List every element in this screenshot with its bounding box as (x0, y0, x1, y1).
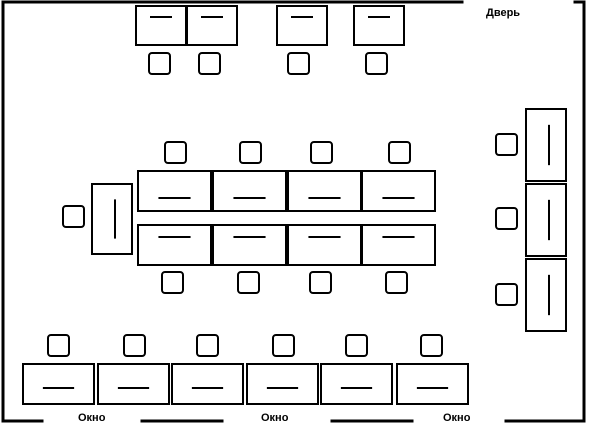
chair (385, 271, 408, 294)
desk (91, 183, 133, 255)
furniture (22, 5, 567, 405)
chair (239, 141, 262, 164)
desk-top (276, 5, 328, 46)
desk (212, 170, 287, 212)
desk (287, 224, 362, 266)
chair (345, 334, 368, 357)
desk (246, 363, 319, 405)
desk-top (287, 224, 362, 266)
desk-top (212, 170, 287, 212)
desk-top (525, 108, 567, 182)
desk-top (135, 5, 187, 46)
chair (495, 133, 518, 156)
chair (196, 334, 219, 357)
desk-top (361, 224, 436, 266)
chair (148, 52, 171, 75)
desk (276, 5, 328, 46)
desk (137, 224, 212, 266)
chair (420, 334, 443, 357)
desk (22, 363, 95, 405)
desk-top (22, 363, 95, 405)
chair (365, 52, 388, 75)
desk (361, 170, 436, 212)
chair (161, 271, 184, 294)
desk-top (353, 5, 405, 46)
desk (186, 5, 238, 46)
desk-top (97, 363, 170, 405)
chair (388, 141, 411, 164)
desk (135, 5, 187, 46)
desk-top (137, 170, 212, 212)
door-label: Дверь (486, 7, 521, 19)
desk (97, 363, 170, 405)
desk (353, 5, 405, 46)
desk-top (287, 170, 362, 212)
desk (320, 363, 393, 405)
room-walls (1, 0, 586, 423)
desk-top (91, 183, 133, 255)
chair (237, 271, 260, 294)
window-label: Окно (261, 412, 289, 424)
desk-top (525, 183, 567, 257)
chair (495, 207, 518, 230)
chair (495, 283, 518, 306)
desk (137, 170, 212, 212)
chair (123, 334, 146, 357)
desk (212, 224, 287, 266)
desk-top (186, 5, 238, 46)
chair (62, 205, 85, 228)
desk (525, 258, 567, 332)
desk-top (361, 170, 436, 212)
desk-top (212, 224, 287, 266)
desk-top (525, 258, 567, 332)
desk (396, 363, 469, 405)
window-label: Окно (443, 412, 471, 424)
chair (272, 334, 295, 357)
desk-top (137, 224, 212, 266)
chair (47, 334, 70, 357)
desk (525, 183, 567, 257)
desk-top (320, 363, 393, 405)
chair (309, 271, 332, 294)
desk-top (171, 363, 244, 405)
chair (198, 52, 221, 75)
chair (164, 141, 187, 164)
chair (310, 141, 333, 164)
desk (171, 363, 244, 405)
desk (525, 108, 567, 182)
desk (287, 170, 362, 212)
chair (287, 52, 310, 75)
window-label: Окно (78, 412, 106, 424)
desk-top (246, 363, 319, 405)
desk-top (396, 363, 469, 405)
desk (361, 224, 436, 266)
